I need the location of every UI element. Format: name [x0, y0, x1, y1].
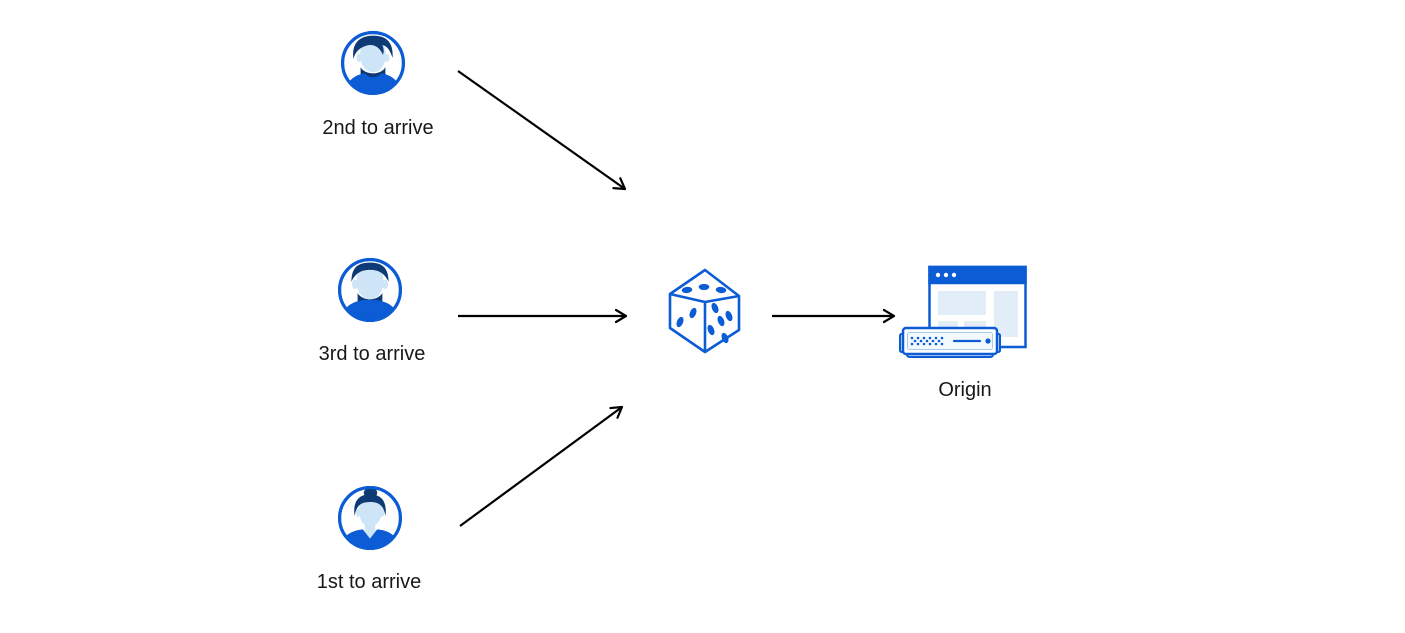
avatar-face [356, 265, 384, 300]
node-visitor-3rd [337, 257, 403, 328]
node-random-selector [664, 264, 744, 361]
label-visitor-3rd: 3rd to arrive [318, 343, 426, 365]
node-origin [898, 262, 1030, 367]
male-avatar-flattop-icon [338, 258, 402, 322]
label-visitor-1st: 1st to arrive [316, 571, 422, 593]
origin-server-icon [899, 265, 1027, 358]
avatar-hair [353, 35, 393, 59]
arrow-visitor-1st-to-selector [459, 405, 624, 527]
dice-icon [668, 268, 741, 354]
female-avatar-bun-icon [338, 486, 402, 550]
avatar-hair [354, 494, 386, 516]
node-visitor-2nd [340, 30, 406, 101]
label-origin: Origin [938, 379, 992, 401]
node-visitor-1st [337, 485, 403, 556]
male-avatar-pompadour-icon [341, 31, 405, 95]
label-visitor-2nd: 2nd to arrive [322, 117, 434, 139]
avatar-hair [351, 262, 389, 282]
arrow-visitor-2nd-to-selector [457, 70, 627, 191]
server-icon [899, 326, 1001, 358]
server-dots [910, 336, 944, 346]
avatar-face [359, 496, 382, 527]
